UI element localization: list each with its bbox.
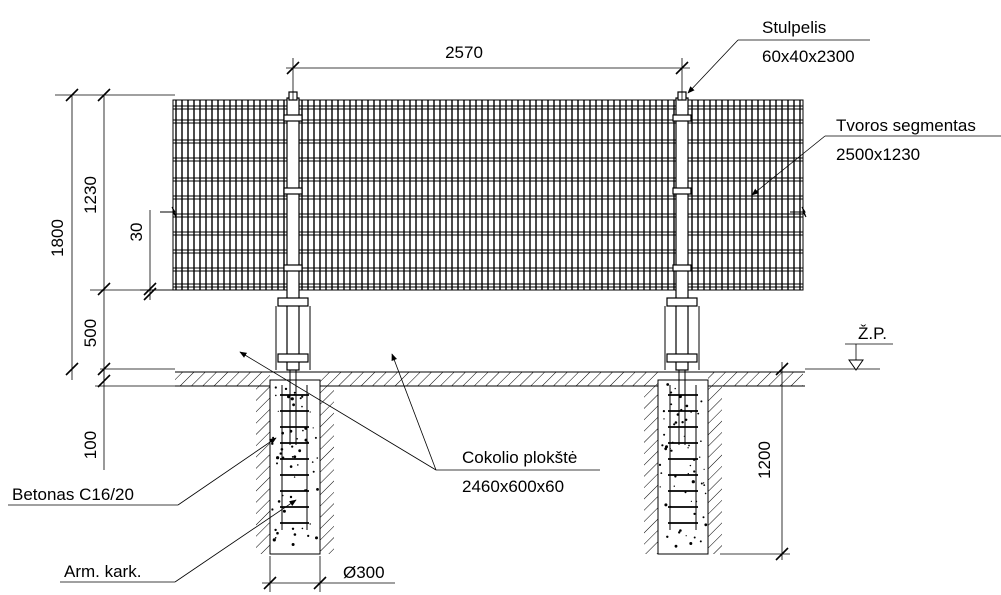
- dimension-span-label: 2570: [445, 43, 483, 62]
- post-size: 60x40x2300: [762, 47, 855, 66]
- dimension-plinth-height: 500: [81, 319, 100, 347]
- post-title: Stulpelis: [762, 18, 826, 37]
- dimension-foundation-depth-label: 1200: [755, 441, 774, 479]
- ground-mark-label: Ž.P.: [858, 324, 887, 343]
- ground-hatch: [100, 368, 880, 387]
- fence-panel-mesh: [172, 99, 804, 291]
- leader-concrete: Betonas C16/20: [8, 437, 277, 506]
- leader-rebar: Arm. kark.: [60, 499, 297, 583]
- concrete-speckles: [271, 383, 708, 548]
- dimension-diameter-label: Ø300: [343, 563, 385, 582]
- dimension-diameter: Ø300: [262, 556, 395, 592]
- dimension-total-height: 1800: [48, 219, 67, 257]
- rebar-label: Arm. kark.: [64, 562, 141, 581]
- post-left: [275, 91, 311, 371]
- rebar-cage-right: [668, 385, 698, 530]
- segment-title: Tvoros segmentas: [836, 116, 976, 135]
- plinth-size: 2460x600x60: [462, 477, 564, 496]
- dimension-foundation-depth: 1200: [720, 362, 790, 561]
- break-marks: [160, 206, 807, 218]
- dimension-below-ground: 100: [81, 431, 100, 459]
- post-right: [664, 91, 700, 371]
- leader-segment: Tvoros segmentas 2500x1230: [751, 116, 1001, 196]
- leader-plinth: Cokolio plokštė 2460x600x60: [239, 351, 600, 496]
- foundation-pit-left: [256, 379, 334, 555]
- dimension-span: 2570: [286, 43, 690, 100]
- dimension-panel-height: 1230: [81, 176, 100, 214]
- foundation-pit-right: [644, 379, 722, 555]
- leader-post: Stulpelis 60x40x2300: [687, 18, 870, 94]
- rebar-cage-left: [280, 385, 309, 530]
- dimension-left-chain: 1800 1230 30 500 100: [48, 88, 175, 470]
- concrete-label: Betonas C16/20: [12, 485, 134, 504]
- dimension-gap: 30: [127, 223, 146, 242]
- ground-level-mark: Ž.P.: [845, 324, 893, 371]
- plinth-title: Cokolio plokštė: [462, 448, 577, 467]
- segment-size: 2500x1230: [836, 145, 920, 164]
